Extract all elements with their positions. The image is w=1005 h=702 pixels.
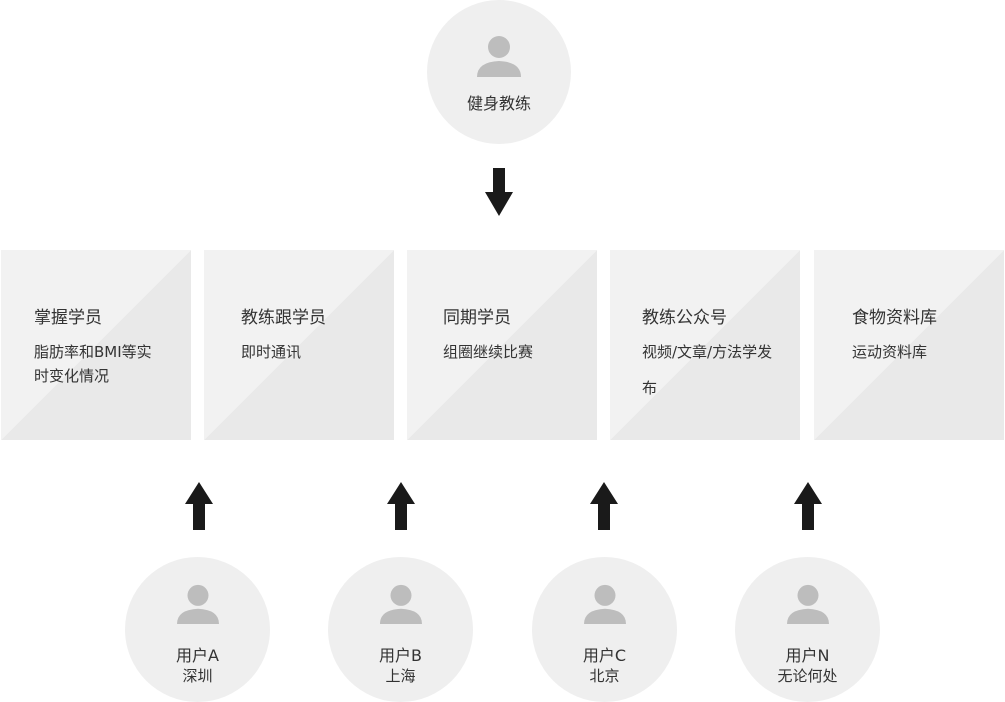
feature-desc: 视频/文章/方法学发布 (642, 343, 773, 397)
user-avatar-icon (379, 584, 422, 624)
user-name: 用户B (379, 646, 422, 665)
user-location: 上海 (385, 667, 416, 685)
user-node-n: 用户N 无论何处 (735, 557, 880, 702)
feature-card-student-tracking: 掌握学员 脂肪率和BMI等实时变化情况 (1, 250, 191, 440)
user-name: 用户N (785, 646, 830, 665)
user-avatar-icon (583, 584, 626, 624)
feature-desc: 运动资料库 (852, 343, 928, 361)
user-node-b: 用户B 上海 (328, 557, 473, 702)
user-name: 用户C (582, 646, 627, 665)
feature-title: 掌握学员 (34, 308, 102, 328)
feature-title: 同期学员 (443, 308, 511, 328)
user-location: 深圳 (182, 667, 213, 685)
arrow-up-icon (387, 482, 415, 530)
feature-title: 食物资料库 (852, 308, 937, 328)
arrow-up-icon (590, 482, 618, 530)
user-avatar-icon (477, 36, 521, 77)
user-avatar-icon (176, 584, 219, 624)
arrow-up-icon (185, 482, 213, 530)
feature-title: 教练公众号 (642, 308, 727, 328)
feature-desc: 脂肪率和BMI等实时变化情况 (34, 343, 152, 385)
arrow-up-icon (794, 482, 822, 530)
user-name: 用户A (176, 646, 219, 665)
user-node-a: 用户A 深圳 (125, 557, 270, 702)
user-location: 无论何处 (777, 667, 838, 685)
feature-card-peer-group: 同期学员 组圈继续比赛 (407, 250, 597, 440)
feature-title: 教练跟学员 (241, 308, 326, 328)
feature-card-public-account: 教练公众号 视频/文章/方法学发布 (610, 250, 800, 440)
feature-card-messaging: 教练跟学员 即时通讯 (204, 250, 394, 440)
user-node-c: 用户C 北京 (532, 557, 677, 702)
user-location: 北京 (589, 667, 620, 685)
feature-desc: 组圈继续比赛 (443, 343, 534, 361)
arrow-down-icon (485, 168, 513, 216)
feature-desc: 即时通讯 (241, 343, 302, 361)
coach-name: 健身教练 (466, 94, 531, 113)
user-avatar-icon (786, 584, 829, 624)
feature-card-database: 食物资料库 运动资料库 (814, 250, 1004, 440)
coach-node: 健身教练 (427, 0, 571, 144)
